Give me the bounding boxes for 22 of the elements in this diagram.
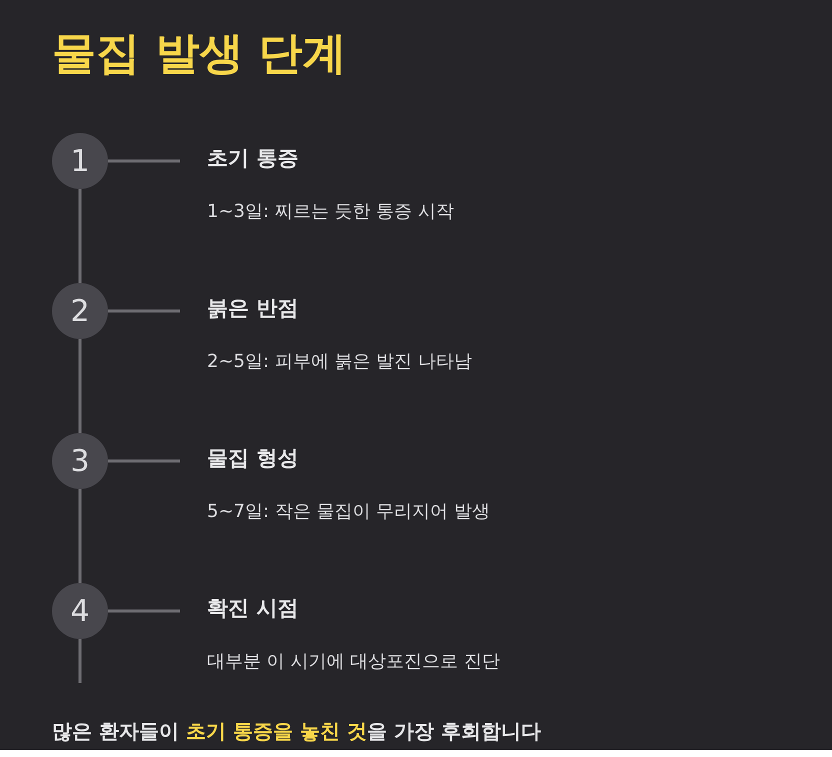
step-description: 2~5일: 피부에 붉은 발진 나타남 [207,350,472,373]
connector-line [108,310,180,312]
connector-line [108,460,180,462]
step-heading: 물집 형성 [207,445,300,471]
step-heading: 확진 시점 [207,595,300,621]
diagram-title: 물집 발생 단계 [52,27,347,81]
connector-line [108,610,180,612]
timeline-line [78,639,82,683]
step-description: 1~3일: 찌르는 듯한 통증 시작 [207,200,454,223]
step-description: 5~7일: 작은 물집이 무리지어 발생 [207,500,490,523]
step-number-circle: 1 [52,133,108,189]
step-heading: 붉은 반점 [207,295,300,321]
caption-text: 많은 환자들이 초기 통증을 놓친 것을 가장 후회합니다 [52,718,541,745]
step-description: 대부분 이 시기에 대상포진으로 진단 [207,650,500,673]
connector-line [78,489,82,583]
step-number-circle: 4 [52,583,108,639]
connector-line [78,339,82,433]
step-number-circle: 3 [52,433,108,489]
connector-line [108,160,180,162]
step-number-circle: 2 [52,283,108,339]
connector-line [78,189,82,283]
step-heading: 초기 통증 [207,145,300,171]
